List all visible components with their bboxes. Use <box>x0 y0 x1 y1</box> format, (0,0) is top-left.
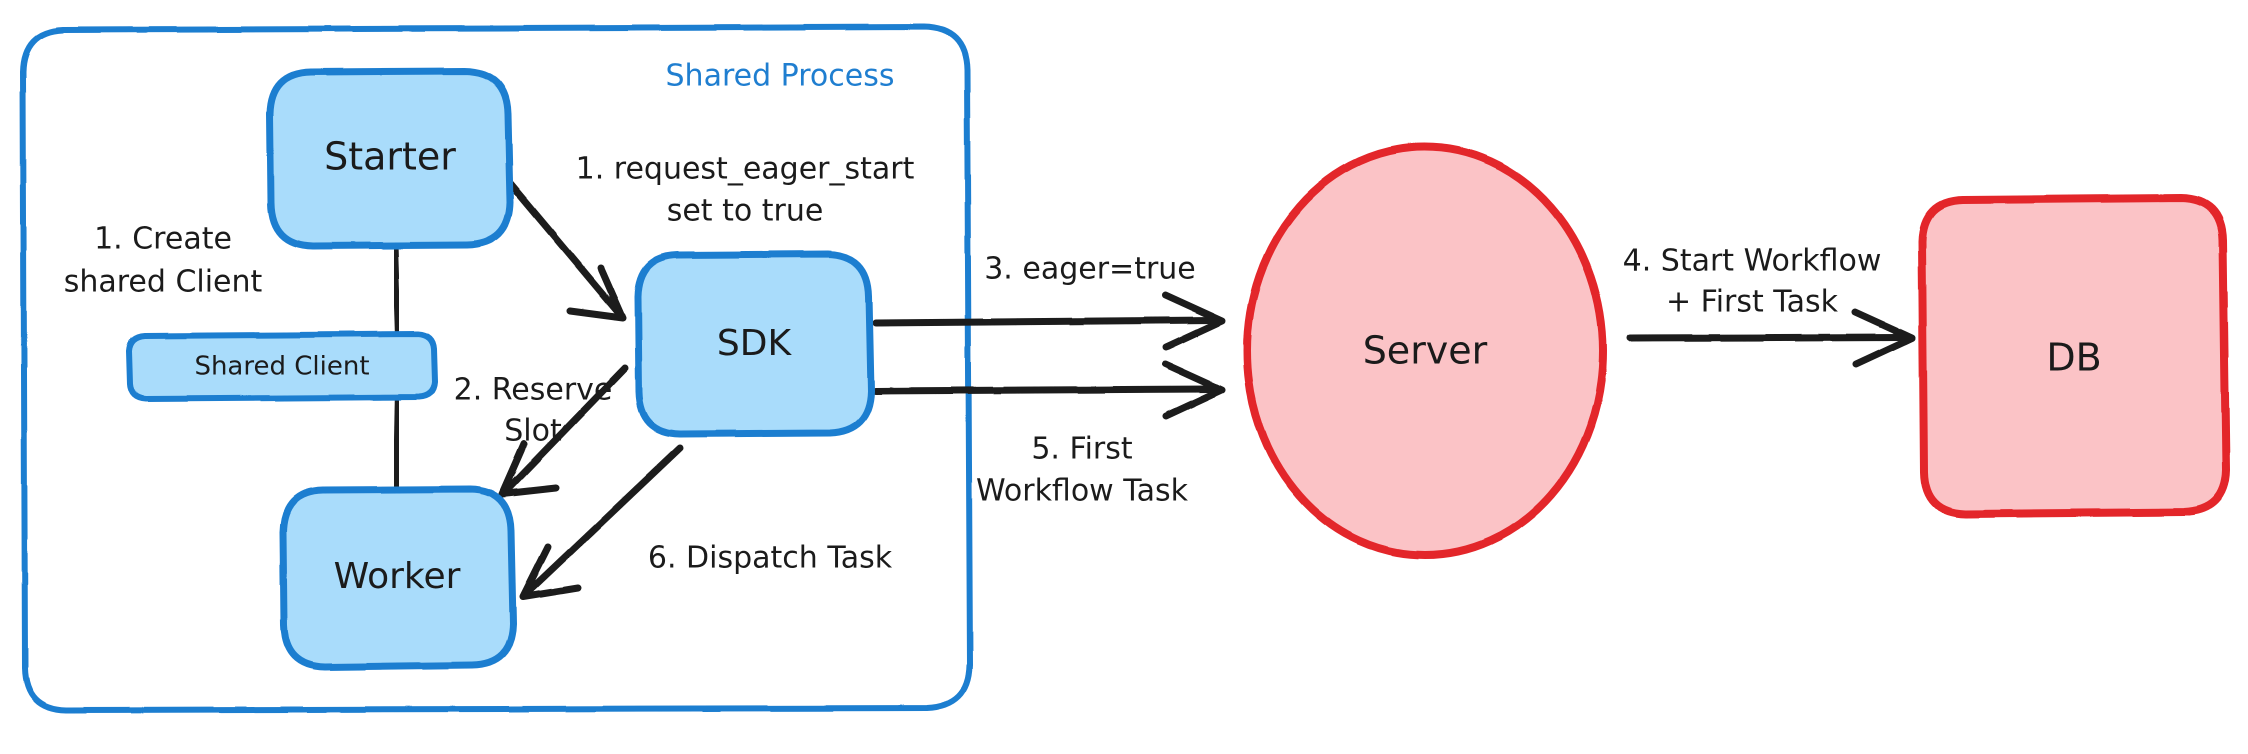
svg-text:2. Reserve: 2. Reserve <box>454 373 613 408</box>
edge-first-workflow-task <box>872 360 1226 420</box>
node-server[interactable]: Server <box>1243 143 1607 559</box>
node-db[interactable]: DB <box>1918 194 2230 518</box>
node-label-starter: Starter <box>324 135 456 179</box>
edge-request-eager-start <box>498 170 627 322</box>
node-worker[interactable]: Worker <box>279 485 517 671</box>
edge-label-first-workflow-task: 5. First Workflow Task <box>976 432 1189 509</box>
node-starter[interactable]: Starter <box>266 67 514 250</box>
edge-label-reserve-slot: 2. Reserve Slot <box>454 373 613 449</box>
node-label-shared-client: Shared Client <box>194 352 369 382</box>
edge-dispatch-task <box>519 444 684 601</box>
node-label-worker: Worker <box>334 556 461 597</box>
node-label-server: Server <box>1363 329 1488 373</box>
group-title-shared-process: Shared Process <box>666 59 895 94</box>
svg-text:1. Create: 1. Create <box>94 222 232 257</box>
edge-label-start-workflow: 4. Start Workflow + First Task <box>1623 244 1882 320</box>
node-label-db: DB <box>2046 336 2101 380</box>
svg-text:5. First: 5. First <box>1031 432 1133 467</box>
edge-create-shared-client <box>392 242 401 495</box>
edge-reserve-slot <box>498 364 629 498</box>
svg-text:6. Dispatch Task: 6. Dispatch Task <box>648 541 893 576</box>
edge-label-eager-true: 3. eager=true <box>984 252 1196 287</box>
edge-start-workflow <box>1626 308 1916 368</box>
node-label-sdk: SDK <box>717 323 793 364</box>
svg-text:Workflow Task: Workflow Task <box>976 474 1189 509</box>
svg-text:shared Client: shared Client <box>64 265 263 300</box>
svg-text:+ First Task: + First Task <box>1666 285 1839 320</box>
edge-label-request-eager-start: 1. request_eager_start set to true <box>576 152 915 229</box>
svg-text:4. Start Workflow: 4. Start Workflow <box>1623 244 1882 279</box>
svg-text:set to true: set to true <box>667 194 824 229</box>
group-shared-process <box>20 24 973 713</box>
svg-text:1. request_eager_start: 1. request_eager_start <box>576 152 915 187</box>
svg-text:Slot: Slot <box>504 414 562 449</box>
node-sdk[interactable]: SDK <box>634 250 875 438</box>
edge-eager-true <box>872 291 1226 351</box>
edge-label-dispatch-task: 6. Dispatch Task <box>648 541 893 576</box>
svg-text:3. eager=true: 3. eager=true <box>984 252 1196 287</box>
node-shared-client[interactable]: Shared Client <box>126 331 438 402</box>
edge-label-create-shared-client: 1. Create shared Client <box>64 222 263 300</box>
